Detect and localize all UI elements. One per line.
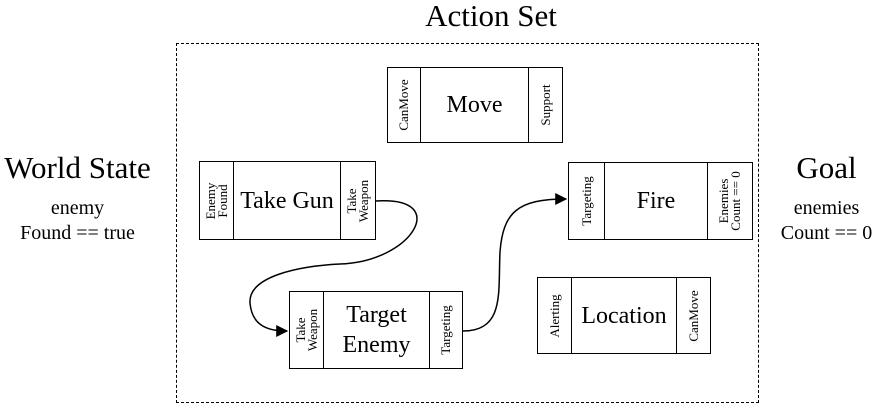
action-set-frame (176, 43, 759, 403)
target-enemy-effect: Targeting (429, 292, 462, 368)
goal-line-1: enemies (793, 197, 860, 219)
world-state-line-2: Found == true (20, 222, 135, 244)
target-enemy-precondition: Take Weapon (290, 292, 324, 368)
fire-precondition: Targeting (569, 163, 605, 239)
action-move[interactable]: CanMove Move Support (387, 67, 563, 143)
world-state-heading: World State (4, 150, 151, 185)
location-effect: CanMove (676, 278, 710, 353)
take-gun-name: Take Gun (240, 187, 334, 214)
action-target-enemy[interactable]: Take Weapon Target Enemy Targeting (289, 291, 463, 369)
arrow-targeting-to-fire (462, 193, 568, 332)
move-name: Move (446, 92, 503, 118)
action-location[interactable]: Alerting Location CanMove (537, 277, 711, 354)
take-gun-precondition: Enemy Found (200, 162, 234, 239)
goal-panel: Goal enemies Count == 0 (766, 152, 887, 246)
arrow-take-weapon-to-target-enemy (249, 200, 418, 337)
action-set-title: Action Set (425, 0, 557, 33)
world-state-line-1: enemy (50, 197, 105, 219)
fire-name: Fire (636, 188, 676, 214)
fire-effect: Enemies Count == 0 (707, 163, 752, 239)
action-fire[interactable]: Targeting Fire Enemies Count == 0 (568, 162, 753, 240)
world-state-panel: World State enemy Found == true (0, 152, 155, 246)
location-precondition: Alerting (538, 278, 572, 353)
goal-line-2: Count == 0 (780, 222, 873, 244)
move-effect: Support (528, 68, 562, 142)
take-gun-effect: Take Weapon (340, 162, 375, 239)
goal-heading: Goal (796, 150, 857, 185)
target-enemy-name: Target Enemy (342, 302, 411, 358)
move-precondition: CanMove (388, 68, 421, 142)
action-take-gun[interactable]: Enemy Found Take Gun Take Weapon (199, 161, 376, 240)
location-name: Location (581, 302, 667, 329)
